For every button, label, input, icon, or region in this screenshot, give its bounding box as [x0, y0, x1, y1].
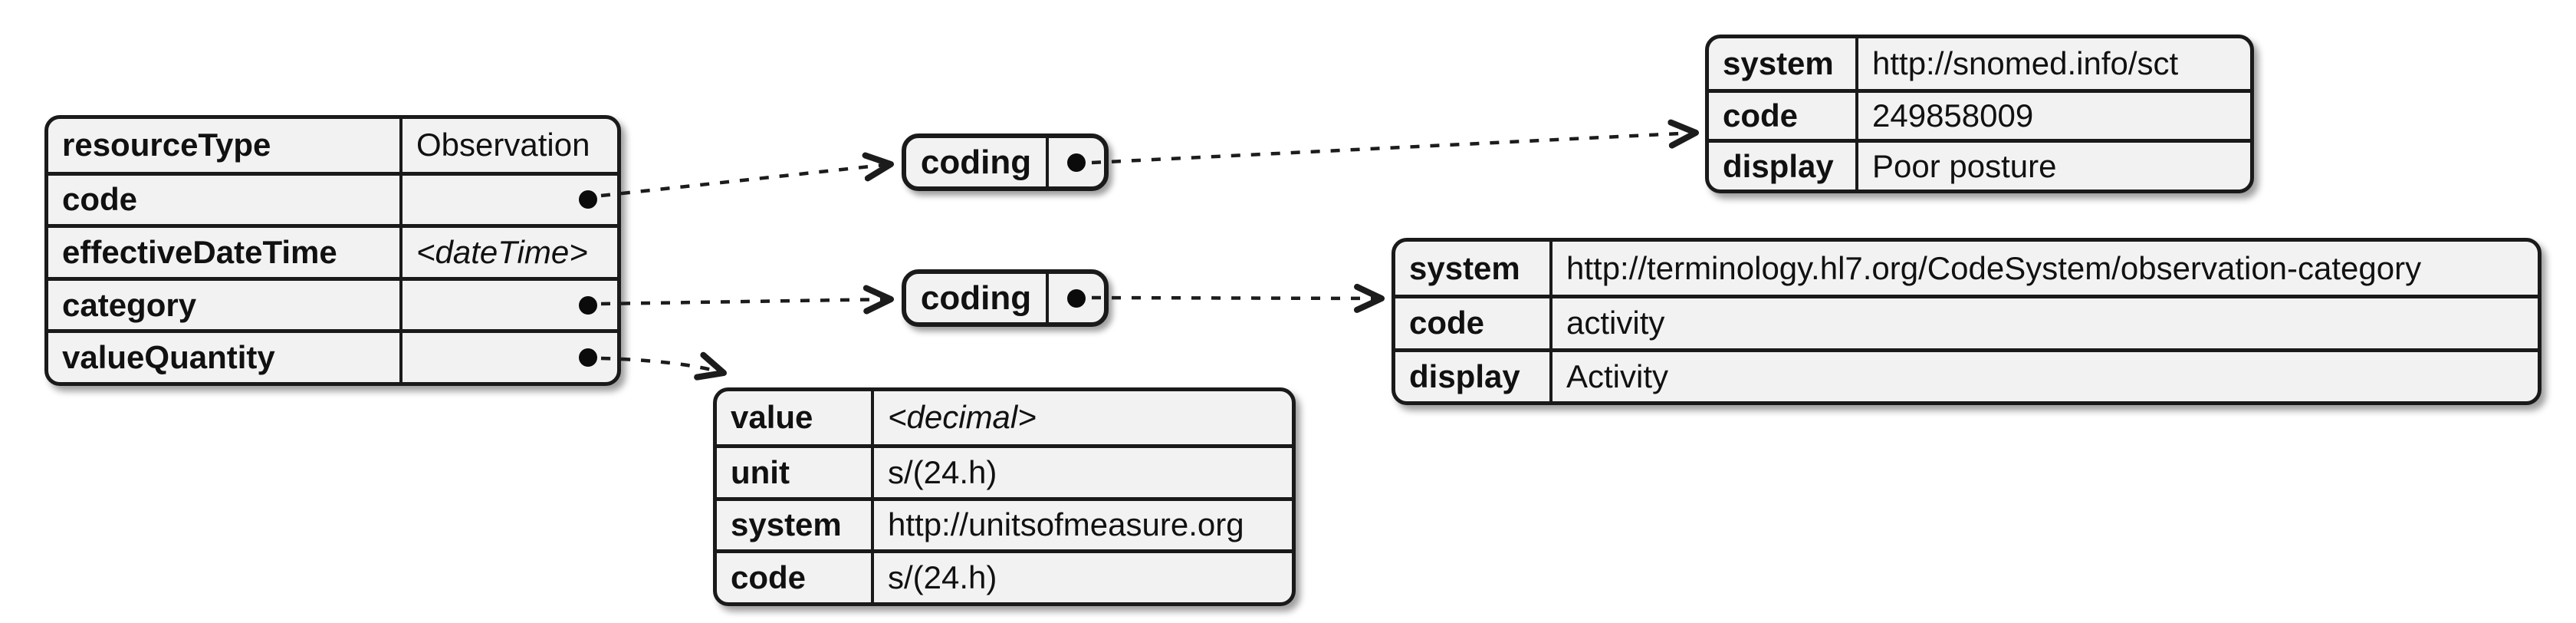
- row-value: <dateTime>: [416, 233, 588, 270]
- row-value: 249858009: [1872, 97, 2034, 134]
- row-key: system: [1709, 38, 1858, 89]
- row-value: http://unitsofmeasure.org: [888, 506, 1244, 543]
- arrow-category-to-coding: [600, 285, 894, 315]
- row-key: code: [1395, 298, 1552, 348]
- row-value: http://snomed.info/sct: [1872, 44, 2179, 81]
- table-row: effectiveDateTime <dateTime>: [48, 224, 617, 277]
- row-value: http://terminology.hl7.org/CodeSystem/ob…: [1566, 249, 2422, 286]
- code-coding-node: coding: [902, 134, 1109, 191]
- code-coding-detail-table: system http://snomed.info/sct code 24985…: [1705, 35, 2254, 193]
- table-row: code: [48, 171, 617, 225]
- coding-dot-cell: [1049, 138, 1104, 186]
- arrow-code-to-coding: [600, 152, 894, 198]
- cardinality-dot-icon: [579, 190, 597, 209]
- table-row: display Activity: [1395, 348, 2538, 401]
- row-value: activity: [1566, 305, 1665, 341]
- row-key: effectiveDateTime: [48, 228, 402, 277]
- table-row: system http://snomed.info/sct: [1709, 38, 2250, 89]
- row-key: code: [48, 175, 402, 225]
- table-row: code activity: [1395, 295, 2538, 348]
- row-value: Poor posture: [1872, 147, 2057, 184]
- cardinality-dot-icon: [579, 295, 597, 315]
- row-key: code: [717, 553, 874, 602]
- row-key: value: [717, 391, 874, 444]
- row-key: display: [1395, 351, 1552, 401]
- row-value: Observation: [416, 127, 590, 163]
- cardinality-dot-icon: [1067, 288, 1086, 308]
- row-key: category: [48, 280, 402, 330]
- row-key: display: [1709, 143, 1858, 190]
- table-row: display Poor posture: [1709, 139, 2250, 190]
- row-value: [402, 333, 617, 382]
- category-coding-detail-table: system http://terminology.hl7.org/CodeSy…: [1392, 238, 2542, 405]
- row-key: system: [1395, 242, 1552, 295]
- row-value: [402, 281, 617, 330]
- row-key: unit: [717, 447, 874, 497]
- table-row: resourceType Observation: [48, 119, 617, 172]
- category-coding-node: coding: [902, 269, 1109, 327]
- coding-label: coding: [906, 138, 1049, 186]
- arrow-coding-to-snomed-detail: [1091, 119, 1699, 165]
- row-key: valueQuantity: [48, 333, 402, 382]
- table-row: code 249858009: [1709, 88, 2250, 140]
- coding-dot-cell: [1049, 274, 1104, 322]
- table-row: valueQuantity: [48, 329, 617, 382]
- row-key: code: [1709, 92, 1858, 140]
- table-row: system http://terminology.hl7.org/CodeSy…: [1395, 242, 2538, 295]
- row-value: s/(24.h): [888, 559, 997, 596]
- row-value: [402, 176, 617, 225]
- observation-resource-table: resourceType Observation code effectiveD…: [44, 115, 621, 386]
- coding-label: coding: [906, 274, 1049, 322]
- row-value: <decimal>: [888, 399, 1037, 436]
- table-row: system http://unitsofmeasure.org: [717, 496, 1292, 550]
- row-key: resourceType: [48, 119, 402, 172]
- row-value: Activity: [1566, 358, 1669, 394]
- table-row: value <decimal>: [717, 391, 1292, 444]
- cardinality-dot-icon: [579, 348, 597, 368]
- table-row: unit s/(24.h): [717, 443, 1292, 497]
- table-row: category: [48, 276, 617, 330]
- table-row: code s/(24.h): [717, 549, 1292, 602]
- row-key: system: [717, 500, 874, 550]
- value-quantity-detail-table: value <decimal> unit s/(24.h) system htt…: [713, 387, 1296, 606]
- cardinality-dot-icon: [1067, 153, 1086, 172]
- row-value: s/(24.h): [888, 453, 997, 490]
